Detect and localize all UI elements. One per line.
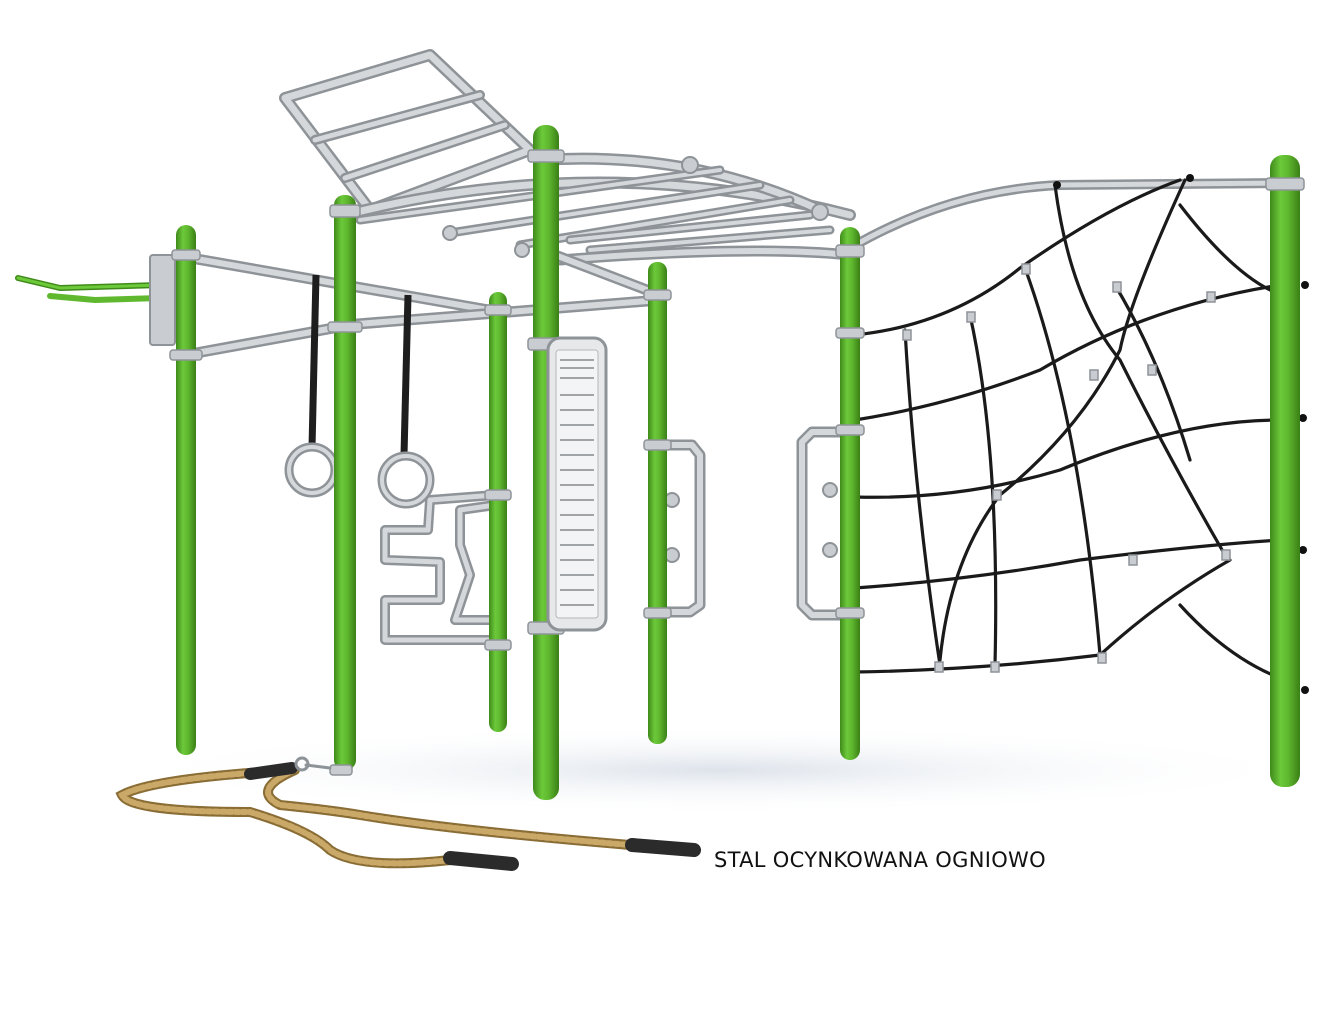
green-steel-post xyxy=(840,227,860,760)
gymnastic-rings xyxy=(284,274,435,509)
green-steel-post xyxy=(489,292,507,732)
ladder-rail-handle xyxy=(658,426,850,621)
steel-frame-back xyxy=(15,49,1285,361)
ground-shadow xyxy=(120,725,1320,815)
green-steel-post xyxy=(1270,155,1300,787)
instruction-board xyxy=(546,336,608,632)
zigzag-pipe-bar xyxy=(380,490,500,645)
green-steel-post xyxy=(334,195,356,770)
caption-text: STAL OCYNKOWANA OGNIOWO xyxy=(714,848,1046,872)
climbing-net xyxy=(853,174,1309,694)
battle-rope xyxy=(115,756,701,871)
post-clamps xyxy=(169,149,1305,776)
green-steel-post xyxy=(176,225,196,755)
green-steel-post xyxy=(648,262,667,744)
